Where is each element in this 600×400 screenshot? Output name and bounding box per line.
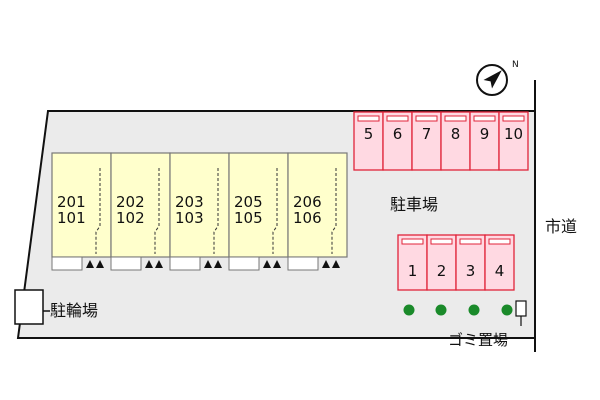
parking-space-box: [440, 111, 471, 171]
wheel-stop: [502, 115, 525, 122]
parking-space-number: 4: [495, 262, 505, 280]
tree-icon: [501, 304, 513, 316]
wheel-stop: [415, 115, 438, 122]
parking-space-box: [382, 111, 413, 171]
unit-block: [51, 152, 112, 258]
north-arrow-icon: [476, 64, 508, 96]
unit-entrance-box: [228, 256, 260, 271]
wheel-stop: [488, 238, 511, 245]
entrance-triangle-icon: [145, 260, 153, 268]
unit-partition-line: [272, 168, 278, 254]
wheel-stop: [401, 238, 424, 245]
parking-space: 9: [469, 111, 500, 171]
unit-partition-line: [95, 168, 101, 254]
parking-space: 10: [498, 111, 529, 171]
garbage-label: ゴミ置場: [448, 331, 508, 349]
unit-entrance-box: [110, 256, 142, 271]
unit-number-lower: 103: [175, 209, 204, 227]
parking-space: 6: [382, 111, 413, 171]
unit-block: [228, 152, 289, 258]
parking-space-number: 5: [364, 125, 374, 143]
entrance-triangle-icon: [263, 260, 271, 268]
entrance-triangle-icon: [204, 260, 212, 268]
unit-entrance-box: [169, 256, 201, 271]
garbage-box-icon: [515, 300, 527, 317]
tree-icon: [468, 304, 480, 316]
entrance-triangle-icon: [155, 260, 163, 268]
wheel-stop: [386, 115, 409, 122]
parking-space-number: 1: [408, 262, 418, 280]
parking-space: 2: [426, 234, 457, 291]
parking-space-number: 6: [393, 125, 403, 143]
parking-space: 5: [353, 111, 384, 171]
parking-space-box: [353, 111, 384, 171]
parking-space-box: [411, 111, 442, 171]
wheel-stop: [473, 115, 496, 122]
trees: [403, 304, 513, 316]
entrance-triangle-icon: [86, 260, 94, 268]
parking-space-number: 3: [466, 262, 476, 280]
parking-space-number: 9: [480, 125, 490, 143]
parking-space-number: 2: [437, 262, 447, 280]
tree-icon: [435, 304, 447, 316]
wheel-stop: [444, 115, 467, 122]
parking-space-box: [498, 111, 529, 171]
unit-number-upper: 205: [234, 193, 263, 211]
unit-number-upper: 201: [57, 193, 86, 211]
north-label: N: [512, 60, 519, 70]
parking-space-number: 10: [504, 125, 523, 143]
unit-number-lower: 106: [293, 209, 322, 227]
parking-row-top: 5 6 7 8 9 10: [353, 111, 529, 171]
unit-number-lower: 105: [234, 209, 263, 227]
wheel-stop: [357, 115, 380, 122]
wheel-stop: [430, 238, 453, 245]
wheel-stop: [459, 238, 482, 245]
parking-label: 駐車場: [390, 195, 438, 214]
road-label: 市道: [545, 217, 577, 236]
entrance-triangle-icon: [332, 260, 340, 268]
bicycle-parking-label: 駐輪場: [50, 301, 98, 320]
parking-space: 8: [440, 111, 471, 171]
unit-entrance-box: [287, 256, 319, 271]
parking-space-number: 8: [451, 125, 461, 143]
unit-number-upper: 202: [116, 193, 145, 211]
entrance-triangle-icon: [273, 260, 281, 268]
bicycle-parking-box: [14, 289, 44, 325]
parking-row-bottom: 1 2 3 4: [397, 234, 515, 291]
unit-number-lower: 102: [116, 209, 145, 227]
entrance-triangle-icon: [214, 260, 222, 268]
unit-block: [287, 152, 348, 258]
unit-entrance-box: [51, 256, 83, 271]
entrance-triangle-icon: [96, 260, 104, 268]
unit-number-upper: 206: [293, 193, 322, 211]
unit-partition-line: [213, 168, 219, 254]
parking-space-number: 7: [422, 125, 432, 143]
entrance-triangle-icon: [322, 260, 330, 268]
unit-number-lower: 101: [57, 209, 86, 227]
tree-icon: [403, 304, 415, 316]
parking-space: 1: [397, 234, 428, 291]
unit-partition-line: [331, 168, 337, 254]
unit-partition-line: [154, 168, 160, 254]
parking-space: 4: [484, 234, 515, 291]
parking-space-box: [469, 111, 500, 171]
parking-space: 3: [455, 234, 486, 291]
parking-space: 7: [411, 111, 442, 171]
unit-number-upper: 203: [175, 193, 204, 211]
